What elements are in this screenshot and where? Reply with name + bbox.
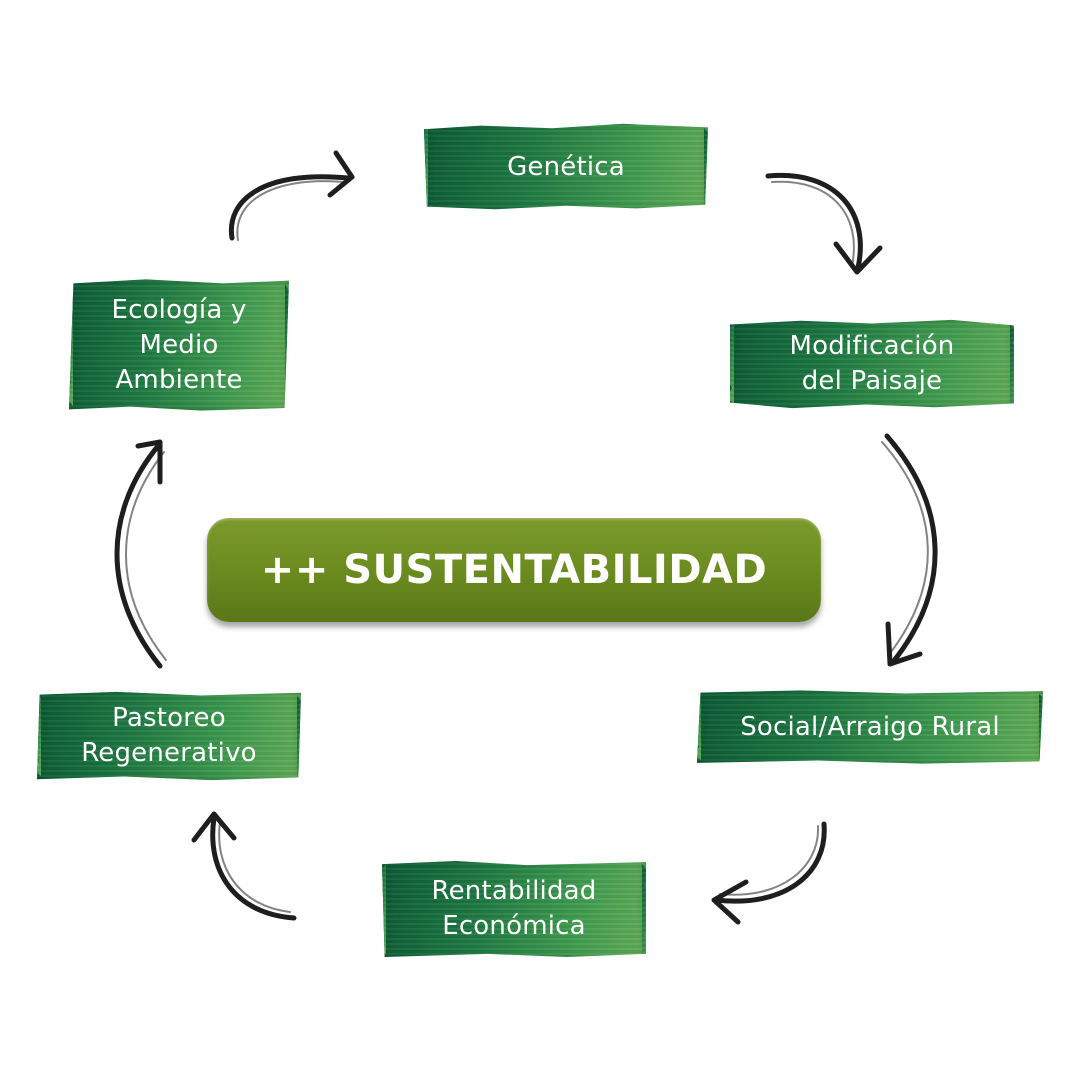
node-modificacion-del-paisaje: Modificación del Paisaje (730, 319, 1014, 409)
node-pastoreo-line-2: Regenerativo (81, 738, 257, 768)
node-rentabilidad-line-2: Económica (442, 911, 586, 941)
node-ecologia-line-2: Medio (139, 329, 219, 360)
node-social-line-1: Social/Arraigo Rural (740, 711, 1000, 742)
node-genetica-line-1: Genética (507, 151, 625, 182)
arrow-rentabilidad-to-pastoreo (191, 811, 297, 921)
node-modificacion-line-2: del Paisaje (801, 366, 943, 396)
arrow-social-to-rentabilidad (711, 821, 827, 925)
node-pastoreo-line-1: Pastoreo (112, 703, 226, 733)
node-ecologia-medio-ambiente: Ecología y Medio Ambiente (69, 279, 289, 411)
node-genetica: Genética (424, 123, 708, 210)
node-ecologia-line-1: Ecología y (111, 294, 247, 325)
node-pastoreo-regenerativo: Pastoreo Regenerativo (37, 691, 301, 781)
node-ecologia-line-3: Ambiente (115, 364, 243, 395)
node-social-arraigo-rural: Social/Arraigo Rural (697, 690, 1043, 764)
node-rentabilidad-line-1: Rentabilidad (431, 876, 597, 906)
node-modificacion-line-1: Modificación (789, 331, 955, 361)
arrow-pastoreo-to-ecologia (114, 439, 167, 669)
node-rentabilidad-economica: Rentabilidad Económica (382, 861, 646, 957)
arrow-genetica-to-modificacion (765, 172, 883, 275)
arrow-modificacion-to-social (881, 433, 938, 667)
arrow-ecologia-to-genetica (228, 150, 355, 241)
center-sustentabilidad-label: ++ SUSTENTABILIDAD (207, 518, 821, 622)
